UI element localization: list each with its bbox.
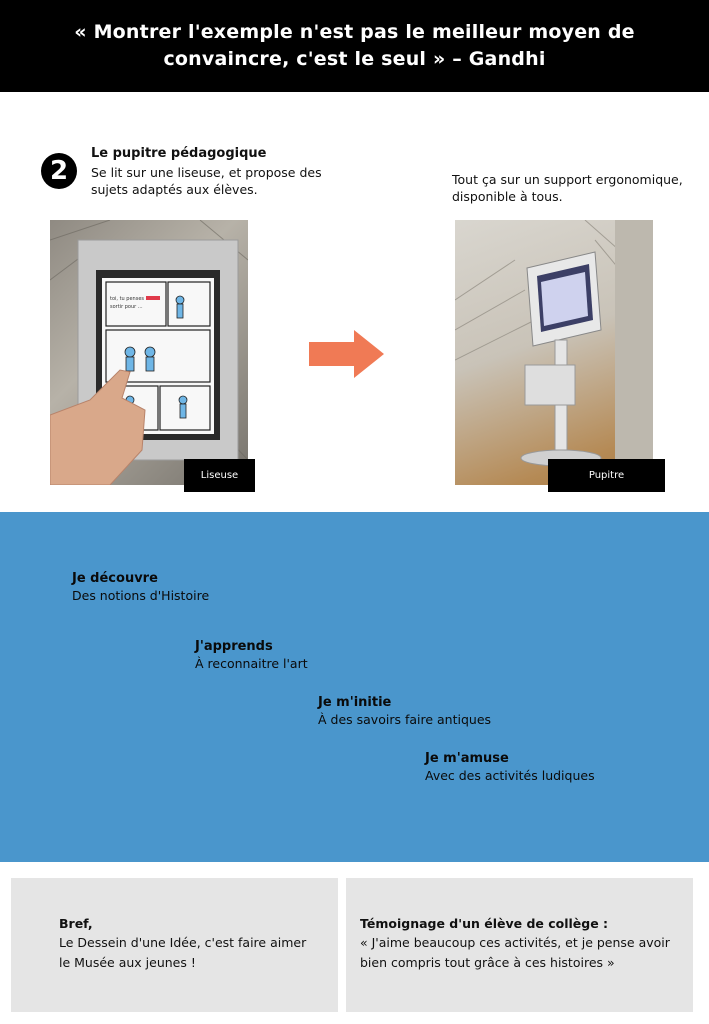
summary-text: Le Dessein d'une Idée, c'est faire aimer… (59, 935, 307, 970)
feature-title: J'apprends (195, 639, 273, 654)
features-section (0, 512, 709, 862)
step-description: Se lit sur une liseuse, et propose des s… (91, 165, 322, 197)
desk-caption: Pupitre (548, 459, 665, 492)
feature-text: Avec des activités ludiques (425, 768, 595, 783)
summary-box: Bref, Le Dessein d'une Idée, c'est faire… (11, 878, 338, 1012)
support-description: Tout ça sur un support ergonomique, disp… (452, 172, 683, 204)
quote-banner: « Montrer l'exemple n'est pas le meilleu… (0, 0, 709, 92)
feature-initiate: Je m'initie À des savoirs faire antiques (318, 695, 491, 727)
step-title: Le pupitre pédagogique (91, 146, 267, 161)
feature-fun: Je m'amuse Avec des activités ludiques (425, 751, 595, 783)
testimony-box: Témoignage d'un élève de collège : « J'a… (346, 878, 693, 1012)
arrow-right-icon (309, 330, 384, 378)
feature-text: Des notions d'Histoire (72, 588, 210, 603)
feature-title: Je m'initie (318, 695, 392, 710)
feature-title: Je découvre (72, 571, 158, 586)
summary-title: Bref, (59, 916, 93, 931)
feature-text: À des savoirs faire antiques (318, 712, 492, 727)
reader-caption: Liseuse (184, 459, 255, 492)
testimony-text: « J'aime beaucoup ces activités, et je p… (360, 935, 670, 970)
desk-photo (455, 220, 653, 485)
desk-illustration (455, 220, 653, 485)
svg-text:sortir pour ...: sortir pour ... (110, 304, 143, 310)
feature-title: Je m'amuse (425, 751, 509, 766)
testimony-title: Témoignage d'un élève de collège : (360, 916, 609, 931)
feature-discover: Je découvre Des notions d'Histoire (72, 571, 209, 603)
step-number-badge: 2 (41, 153, 77, 189)
quote-text: « Montrer l'exemple n'est pas le meilleu… (74, 21, 635, 70)
feature-text: À reconnaitre l'art (195, 656, 308, 671)
svg-text:toi, tu penses: toi, tu penses (110, 296, 144, 302)
reader-illustration: toi, tu penses sortir pour ... (50, 220, 248, 485)
reader-photo: toi, tu penses sortir pour ... (50, 220, 248, 485)
feature-learn: J'apprends À reconnaitre l'art (195, 639, 308, 671)
